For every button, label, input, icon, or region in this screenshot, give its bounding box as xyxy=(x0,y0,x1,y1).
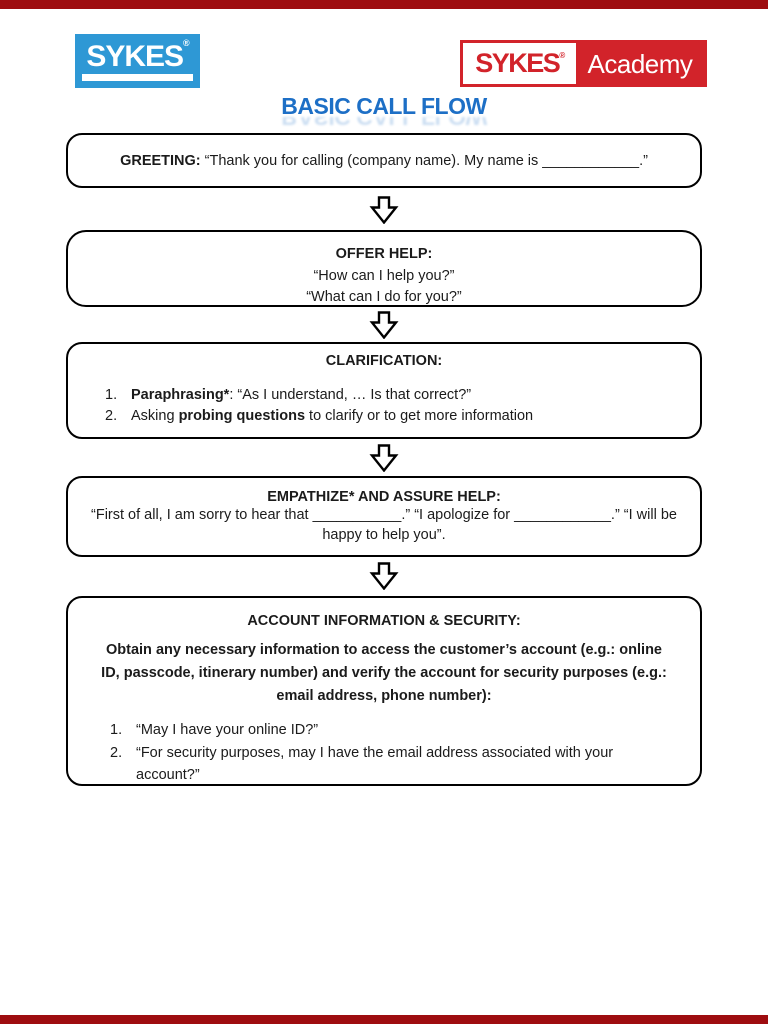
offer-help-line-1: “How can I help you?” xyxy=(313,268,455,284)
list-item-rest: to clarify or to get more information xyxy=(305,408,534,424)
list-item-bold: Paraphrasing* xyxy=(131,387,230,403)
list-item: 2. Asking probing questions to clarify o… xyxy=(105,406,700,427)
greeting-text: “Thank you for calling (company name). M… xyxy=(200,152,648,169)
bottom-red-bar xyxy=(0,1015,768,1024)
sykes-logo-text: SYKES® xyxy=(75,38,200,73)
academy-logo-sykes-text: SYKES® xyxy=(463,43,576,84)
page-title-reflection: BASIC CALL FLOW xyxy=(281,117,487,130)
flow-box-empathize: EMPATHIZE* AND ASSURE HELP: “First of al… xyxy=(66,476,702,557)
list-item-text: “May I have your online ID?” xyxy=(136,722,319,738)
registered-mark-icon: ® xyxy=(559,50,565,60)
list-item: 1. “May I have your online ID?” xyxy=(110,719,668,742)
account-title: ACCOUNT INFORMATION & SECURITY: xyxy=(247,613,521,629)
list-item-number: 2. xyxy=(105,408,118,424)
offer-help-line-2: “What can I do for you?” xyxy=(306,289,462,305)
flow-box-clarification: CLARIFICATION: 1. Paraphrasing*: “As I u… xyxy=(66,342,702,439)
list-item-text: Paraphrasing*: “As I understand, … Is th… xyxy=(131,385,471,406)
flow-box-account-security: ACCOUNT INFORMATION & SECURITY: Obtain a… xyxy=(66,596,702,786)
sykes-academy-logo: SYKES® Academy xyxy=(460,40,707,87)
sykes-logo-underline xyxy=(82,74,193,81)
list-item: 1. Paraphrasing*: “As I understand, … Is… xyxy=(105,385,700,406)
list-item-number: 2. xyxy=(110,744,123,761)
sykes-logo: SYKES® xyxy=(75,34,200,88)
list-item: 2. “For security purposes, may I have th… xyxy=(110,742,668,787)
flow-box-offer-help: OFFER HELP: “How can I help you?” “What … xyxy=(66,230,702,307)
sykes-logo-word: SYKES xyxy=(86,40,184,73)
list-item-rest: : “As I understand, … Is that correct?” xyxy=(229,387,472,403)
clarification-list: 1. Paraphrasing*: “As I understand, … Is… xyxy=(68,385,700,427)
list-item-pre: Asking xyxy=(131,408,179,424)
top-red-bar xyxy=(0,0,768,9)
down-arrow-icon xyxy=(369,196,399,224)
offer-help-title: OFFER HELP: xyxy=(335,246,433,262)
account-paragraph: Obtain any necessary information to acce… xyxy=(101,642,667,704)
down-arrow-icon xyxy=(369,444,399,472)
academy-sykes-word: SYKES xyxy=(475,48,561,78)
empathize-text: “First of all, I am sorry to hear that _… xyxy=(91,507,677,543)
clarification-title: CLARIFICATION: xyxy=(325,353,443,369)
flow-box-greeting: GREETING: “Thank you for calling (compan… xyxy=(66,133,702,188)
page-title-text: BASIC CALL FLOW xyxy=(281,93,487,119)
account-list: 1. “May I have your online ID?” 2. “For … xyxy=(100,719,668,787)
list-item-number: 1. xyxy=(110,722,123,738)
academy-logo-academy-text: Academy xyxy=(576,43,704,84)
list-item-text: “For security purposes, may I have the e… xyxy=(136,744,614,784)
list-item-text: Asking probing questions to clarify or t… xyxy=(131,406,533,427)
down-arrow-icon xyxy=(369,311,399,339)
greeting-line: GREETING: “Thank you for calling (compan… xyxy=(120,153,648,169)
list-item-bold: probing questions xyxy=(178,408,306,424)
call-flow-diagram: GREETING: “Thank you for calling (compan… xyxy=(66,133,702,786)
empathize-title: EMPATHIZE* AND ASSURE HELP: xyxy=(267,489,501,505)
down-arrow-icon xyxy=(369,562,399,590)
registered-mark-icon: ® xyxy=(183,38,190,48)
list-item-number: 1. xyxy=(105,387,118,403)
page-title: BASIC CALL FLOW BASIC CALL FLOW xyxy=(0,93,768,130)
greeting-label: GREETING: xyxy=(120,152,201,169)
